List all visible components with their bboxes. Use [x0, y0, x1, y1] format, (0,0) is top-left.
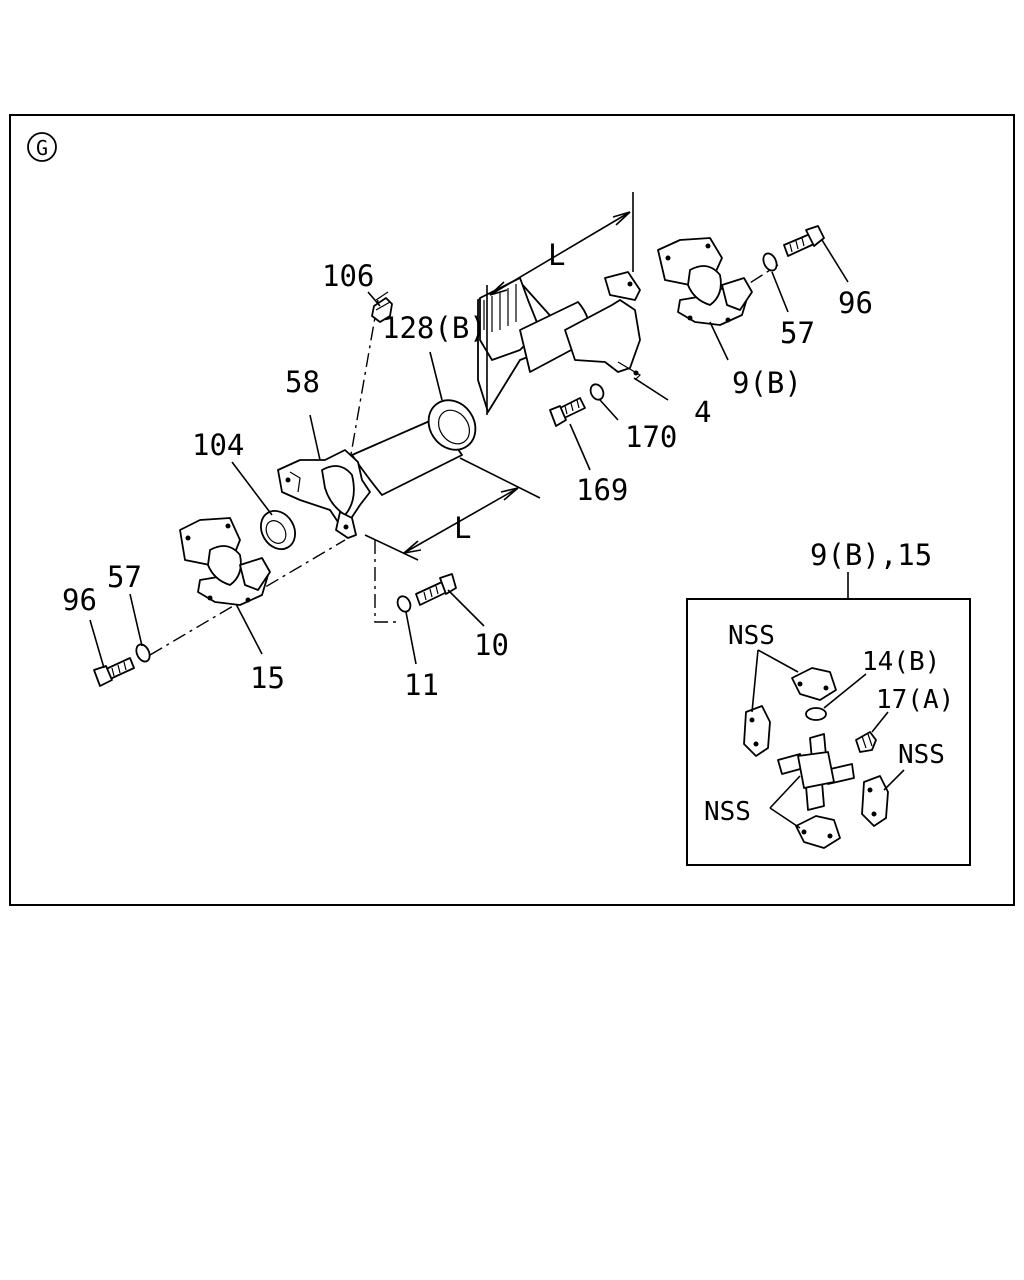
bolt-10: [415, 573, 457, 606]
label-58: 58: [285, 365, 320, 399]
label-57-left: 57: [107, 560, 142, 594]
washer-57-left: [135, 643, 151, 663]
dimension-L-top: [486, 192, 634, 415]
inset-label-nss-right: NSS: [898, 740, 945, 770]
label-57-right: 57: [780, 316, 815, 350]
label-15: 15: [250, 661, 285, 695]
inset-bearing-cap-right: [861, 775, 889, 827]
inset-bearing-cap-bottom: [795, 815, 841, 849]
section-marker-letter: G: [36, 136, 48, 160]
section-marker: G: [27, 132, 57, 162]
label-170: 170: [625, 420, 677, 454]
label-dimension-L-top: L: [548, 238, 565, 272]
label-96-left: 96: [62, 583, 97, 617]
inset-label-nss-top: NSS: [728, 621, 775, 651]
label-106: 106: [322, 259, 374, 293]
inset-bearing-cap-top: [791, 667, 837, 701]
inset-frame: [686, 598, 971, 866]
label-169: 169: [576, 473, 628, 507]
inset-leader-lines: [751, 649, 905, 829]
axis-106: [349, 299, 379, 461]
inset-label-14b: 14(B): [862, 647, 940, 677]
axis-11-bracket: [374, 540, 400, 623]
label-11: 11: [404, 668, 439, 702]
label-104: 104: [192, 428, 244, 462]
inset-bearing-cap-left: [743, 705, 771, 757]
inset-title: 9(B),15: [810, 538, 932, 572]
splined-shaft-4: [477, 271, 641, 413]
label-dimension-L-bottom: L: [454, 511, 471, 545]
label-10: 10: [474, 628, 509, 662]
washer-57-right: [762, 252, 778, 272]
bolt-96-left: [93, 657, 135, 687]
slip-yoke-58: [277, 449, 371, 539]
bolt-169: [549, 397, 586, 427]
inset-label-nss-bottom: NSS: [704, 797, 751, 827]
washer-11: [396, 595, 412, 613]
universal-joint-15: [179, 517, 271, 606]
washer-170: [589, 383, 605, 401]
dust-cover-104: [260, 510, 296, 550]
inset-grease-nipple-17a: [855, 731, 877, 753]
bolt-96-right: [783, 225, 825, 257]
label-9b: 9(B): [732, 366, 802, 400]
inset-washer-14b: [805, 707, 827, 721]
dimension-L-bottom: [364, 457, 541, 561]
label-128b: 128(B): [382, 311, 487, 345]
label-96-right: 96: [838, 286, 873, 320]
universal-joint-9b: [657, 237, 753, 326]
label-4: 4: [694, 395, 711, 429]
leader-lines: [89, 239, 849, 669]
grease-nipple-106: [371, 291, 393, 323]
seal-ring-128b: [427, 399, 477, 451]
diagram-frame: [9, 114, 1015, 906]
inset-label-17a: 17(A): [876, 685, 954, 715]
inset-spider-cross: [777, 733, 855, 811]
